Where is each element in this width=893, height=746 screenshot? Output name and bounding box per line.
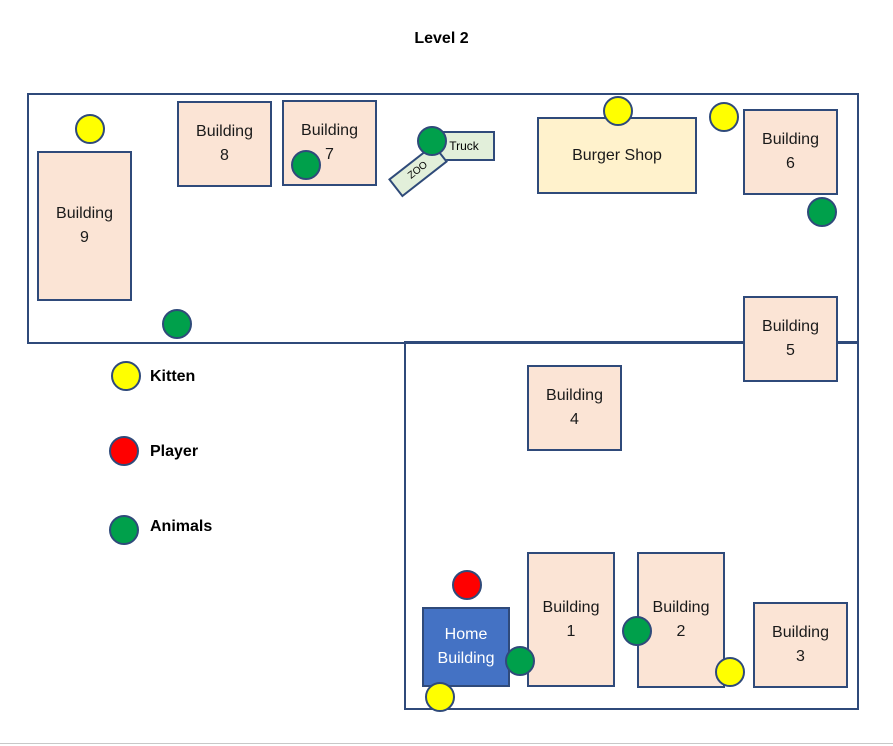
burger-shop-label: Burger Shop: [572, 146, 662, 164]
building-3: Building 3: [753, 602, 848, 688]
building-7-number: 7: [325, 146, 334, 163]
building-1-number: 1: [566, 622, 576, 640]
legend-kitten-label: Kitten: [150, 368, 196, 385]
kitten-marker: [603, 96, 633, 126]
building-5: Building 5: [743, 296, 838, 382]
building-8-number: 8: [220, 147, 229, 164]
building-1-label: Building: [542, 598, 600, 616]
building-6-number: 6: [786, 155, 795, 172]
upper-map-region: [27, 93, 859, 344]
animal-marker: [807, 197, 837, 227]
legend-player-label: Player: [150, 443, 199, 460]
animal-marker: [162, 309, 192, 339]
legend-animals-label: Animals: [150, 518, 213, 535]
building-4: Building 4: [527, 365, 622, 451]
burger-shop: Burger Shop: [537, 117, 697, 194]
legend-kitten-icon: [111, 361, 141, 391]
animal-marker: [417, 126, 447, 156]
building-1: Building 1: [527, 552, 615, 687]
truck-label: Truck: [449, 139, 479, 153]
building-4-label: Building: [546, 387, 603, 404]
legend-animals-icon: [109, 515, 139, 545]
building-8: Building 8: [177, 101, 272, 187]
building-8-label: Building: [196, 123, 253, 140]
building-5-label: Building: [762, 318, 819, 335]
kitten-marker: [709, 102, 739, 132]
building-9-label: Building: [56, 205, 113, 222]
building-4-number: 4: [570, 411, 579, 428]
page-bottom-divider: [0, 743, 893, 744]
building-2-number: 2: [676, 623, 686, 640]
lower-map-region: [404, 341, 859, 710]
level-title: Level 2: [414, 30, 469, 47]
kitten-marker: [75, 114, 105, 144]
animal-marker: [291, 150, 321, 180]
home-building-label-line1: Home: [444, 626, 488, 643]
building-7-label: Building: [301, 122, 358, 139]
building-6-label: Building: [762, 131, 819, 148]
building-9: Building 9: [37, 151, 132, 301]
animal-marker: [622, 616, 652, 646]
zoo-label: ZOO: [406, 159, 430, 182]
building-2-label: Building: [652, 599, 710, 616]
player-marker: [452, 570, 482, 600]
building-5-number: 5: [786, 342, 795, 359]
building-9-number: 9: [80, 229, 89, 246]
legend-player-icon: [109, 436, 139, 466]
kitten-marker: [425, 682, 455, 712]
building-2: Building 2: [637, 552, 725, 688]
kitten-marker: [715, 657, 745, 687]
home-building-label-line2: Building: [437, 650, 495, 667]
building-3-number: 3: [796, 648, 805, 665]
building-3-label: Building: [772, 624, 829, 641]
animal-marker: [505, 646, 535, 676]
building-6: Building 6: [743, 109, 838, 195]
